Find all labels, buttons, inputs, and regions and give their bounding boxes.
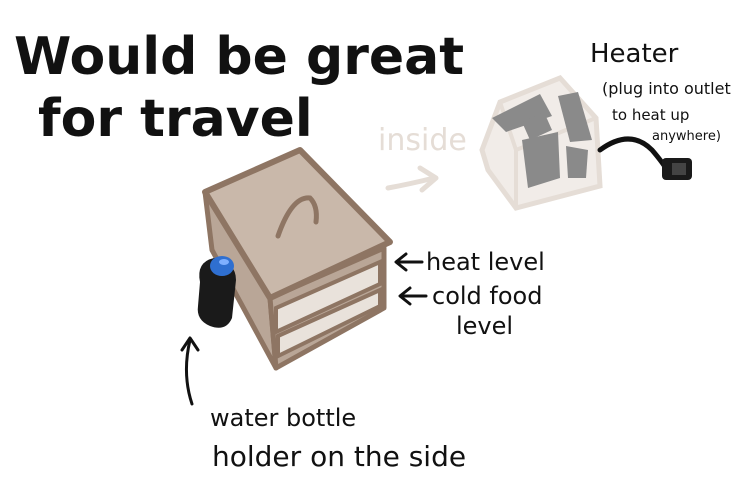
bottle-label-line-2: holder on the side (212, 440, 466, 473)
cold-food-label-line-1: cold food (432, 282, 542, 310)
cold-food-label-line-2: level (456, 312, 513, 340)
bottle-arrow (184, 338, 194, 406)
bottle-label-line-1: water bottle (210, 404, 356, 432)
heater-cube (479, 75, 603, 211)
lunch-box-handle (275, 195, 319, 239)
heater-note-line-3: anywhere) (652, 129, 721, 144)
title-line-2: for travel (38, 89, 313, 149)
heater-label: Heater (590, 39, 679, 69)
inside-arrow-head (417, 165, 439, 193)
lunch-box (202, 147, 393, 371)
inside-arrow (385, 175, 437, 191)
heater-panel-right (558, 92, 592, 142)
heat-level-label: heat level (426, 248, 545, 276)
bottle-cap (210, 256, 234, 276)
inside-label: inside (378, 123, 467, 158)
heater-panel-top (492, 94, 552, 132)
heater-note-line-2: to heat up (612, 106, 689, 124)
cold-drawer (276, 286, 382, 360)
heater-panel-bottom-right (566, 146, 588, 178)
heater-note-line-1: (plug into outlet (602, 79, 731, 98)
heat-drawer (274, 258, 382, 336)
lunch-box-top (202, 147, 393, 301)
title-line-1: Would be great (14, 27, 464, 87)
water-bottle (197, 256, 236, 328)
heater-panel-bottom-left (522, 132, 560, 188)
